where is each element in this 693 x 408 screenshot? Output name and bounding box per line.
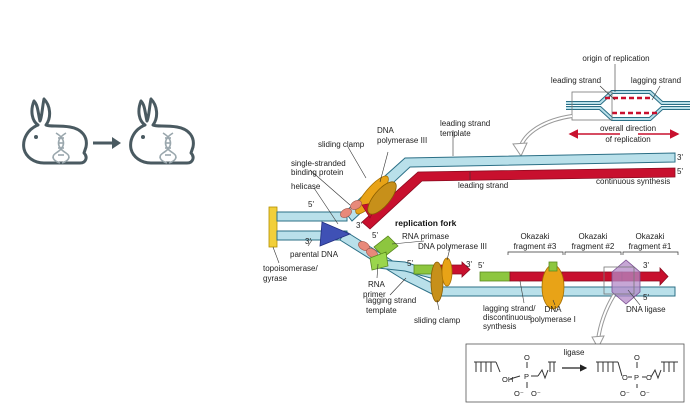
origin-of-replication-label: origin of replication	[582, 54, 649, 63]
rna-primer-label-2: primer	[363, 290, 386, 299]
topoisomerase-label: topoisomerase/	[263, 264, 318, 273]
parental-dna-label: parental DNA	[290, 250, 339, 259]
okazaki-brackets	[507, 251, 679, 255]
left-rabbit-icon	[22, 97, 88, 165]
topoisomerase-label-2: gyrase	[263, 274, 288, 283]
ligase-reaction-label: ligase	[564, 348, 585, 357]
okazaki-3-label: Okazaki	[521, 232, 550, 241]
dna-ligase-label: DNA ligase	[626, 305, 666, 314]
leading-strand-template-label: leading strand	[440, 119, 490, 128]
svg-text:O⁻: O⁻	[640, 389, 650, 398]
leading-strand-template	[344, 152, 676, 222]
dna-polymerase-1-shape	[541, 264, 565, 310]
okazaki-3-label-2: fragment #3	[514, 242, 557, 251]
svg-text:O: O	[634, 353, 640, 362]
sliding-clamp-top-label: sliding clamp	[318, 140, 365, 149]
topoisomerase-shape	[268, 206, 278, 248]
lagging-discontinuous-label: lagging strand/	[483, 304, 536, 313]
rna-primase-label: RNA primase	[402, 232, 450, 241]
svg-text:O⁻: O⁻	[620, 389, 630, 398]
lagging-discontinuous-label-3: synthesis	[483, 322, 516, 331]
dna-pol3-top-label: DNA	[377, 126, 395, 135]
svg-text:3': 3'	[305, 237, 311, 246]
dna-helix-icon	[52, 132, 70, 164]
ligase-zoom-arrow-icon	[591, 335, 605, 350]
svg-text:O⁻: O⁻	[514, 389, 524, 398]
ssb-label-2: binding protein	[291, 168, 343, 177]
dna-pol1-label-2: polymerase I	[530, 315, 576, 324]
inset-leading-strand-label: leading strand	[551, 76, 601, 85]
svg-text:P: P	[634, 373, 639, 382]
strand-end-labels: 5' 3' 3' 5' 3' 5' 5' 3' 5' 3' 5'	[305, 153, 683, 302]
lagging-strand-template-label: lagging strand	[366, 296, 416, 305]
ssb-shapes	[340, 200, 378, 258]
okazaki-2-label-2: fragment #2	[572, 242, 615, 251]
okazaki-2-label: Okazaki	[579, 232, 608, 241]
svg-text:O: O	[622, 373, 628, 382]
origin-inset: origin of replication leading strand lag…	[512, 54, 690, 158]
dna-helix-icon	[159, 132, 177, 164]
leader-lines	[272, 130, 641, 311]
right-arrow-icon	[93, 137, 121, 149]
svg-text:3': 3'	[677, 153, 683, 162]
svg-text:O⁻: O⁻	[531, 389, 541, 398]
dna-pol3-bottom-label: DNA polymerase III	[418, 242, 487, 251]
okazaki-1-label: Okazaki	[636, 232, 665, 241]
svg-text:O: O	[646, 373, 652, 382]
svg-text:3': 3'	[643, 261, 649, 270]
inset-lagging-strand-label: lagging strand	[631, 76, 681, 85]
svg-text:5': 5'	[677, 167, 683, 176]
svg-text:5': 5'	[643, 293, 649, 302]
svg-text:O: O	[524, 353, 530, 362]
ssb-label: single-stranded	[291, 159, 346, 168]
svg-text:5': 5'	[372, 231, 378, 240]
ligase-reaction-inset: OH O P O⁻ O⁻ ligase O O P O O⁻ O⁻	[465, 343, 685, 403]
sliding-clamp-bottom-shape	[430, 261, 444, 303]
replication-fork-label: replication fork	[395, 218, 457, 228]
inset-zoom-arrow-icon	[512, 142, 528, 158]
lagging-strand-template-label-2: template	[366, 306, 397, 315]
leading-strand-template-label-2: template	[440, 129, 471, 138]
svg-text:P: P	[524, 372, 529, 381]
dna-ligase-shape	[611, 259, 641, 305]
helicase-label: helicase	[291, 182, 321, 191]
svg-text:3': 3'	[466, 260, 472, 269]
dna-pol1-label: DNA	[545, 305, 563, 314]
svg-text:5': 5'	[308, 200, 314, 209]
dna-polymerase-3-bottom-shape	[441, 257, 453, 287]
okazaki-1-label-2: fragment #1	[629, 242, 672, 251]
right-rabbit-icon	[129, 97, 195, 165]
svg-text:3': 3'	[356, 221, 362, 230]
continuous-synthesis-label: continuous synthesis	[596, 177, 670, 186]
overall-direction-label: overall direction	[600, 124, 656, 133]
rna-primer-label: RNA	[368, 280, 386, 289]
leading-strand-label: leading strand	[458, 181, 508, 190]
overall-direction-label-line2: of replication	[605, 135, 650, 144]
dna-pol3-top-label-2: polymerase III	[377, 136, 427, 145]
sliding-clamp-bottom-label: sliding clamp	[414, 316, 461, 325]
helicase-shape	[319, 221, 352, 247]
leading-strand	[361, 167, 676, 230]
svg-text:5': 5'	[478, 261, 484, 270]
inset-dna-bubble	[566, 90, 690, 121]
lagging-discontinuous-label-2: discontinuous	[483, 313, 532, 322]
svg-text:5': 5'	[407, 259, 413, 268]
svg-text:OH: OH	[502, 375, 513, 384]
lagging-strand-template	[339, 230, 676, 297]
